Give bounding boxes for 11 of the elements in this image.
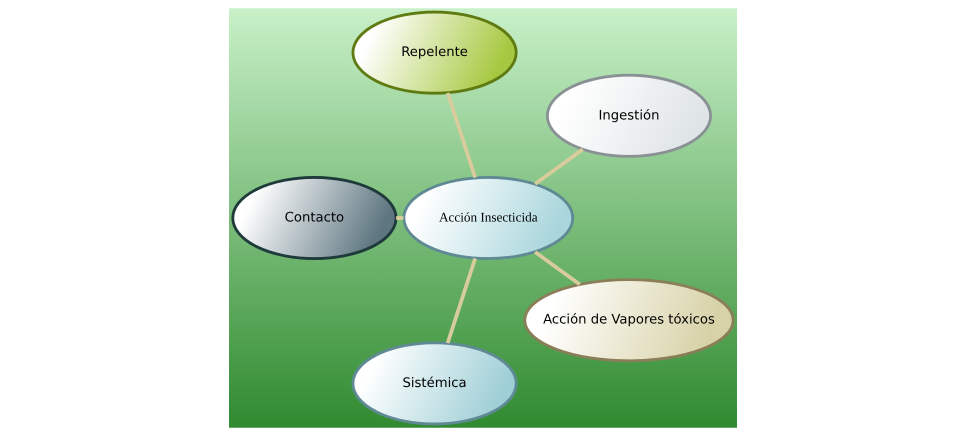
connector (446, 92, 477, 178)
node-ellipse: Ingestión (546, 74, 712, 158)
node-ellipse: Acción Insecticida (402, 176, 574, 260)
connector (446, 258, 477, 344)
connector (534, 148, 584, 186)
node-ellipse: Contacto (231, 176, 398, 260)
connector (396, 216, 404, 220)
node-ellipse: Acción de Vapores tóxicos (523, 278, 735, 362)
node-ellipse: Sistémica (352, 341, 518, 426)
connector (534, 250, 581, 286)
node-ellipse: Repelente (352, 10, 518, 95)
